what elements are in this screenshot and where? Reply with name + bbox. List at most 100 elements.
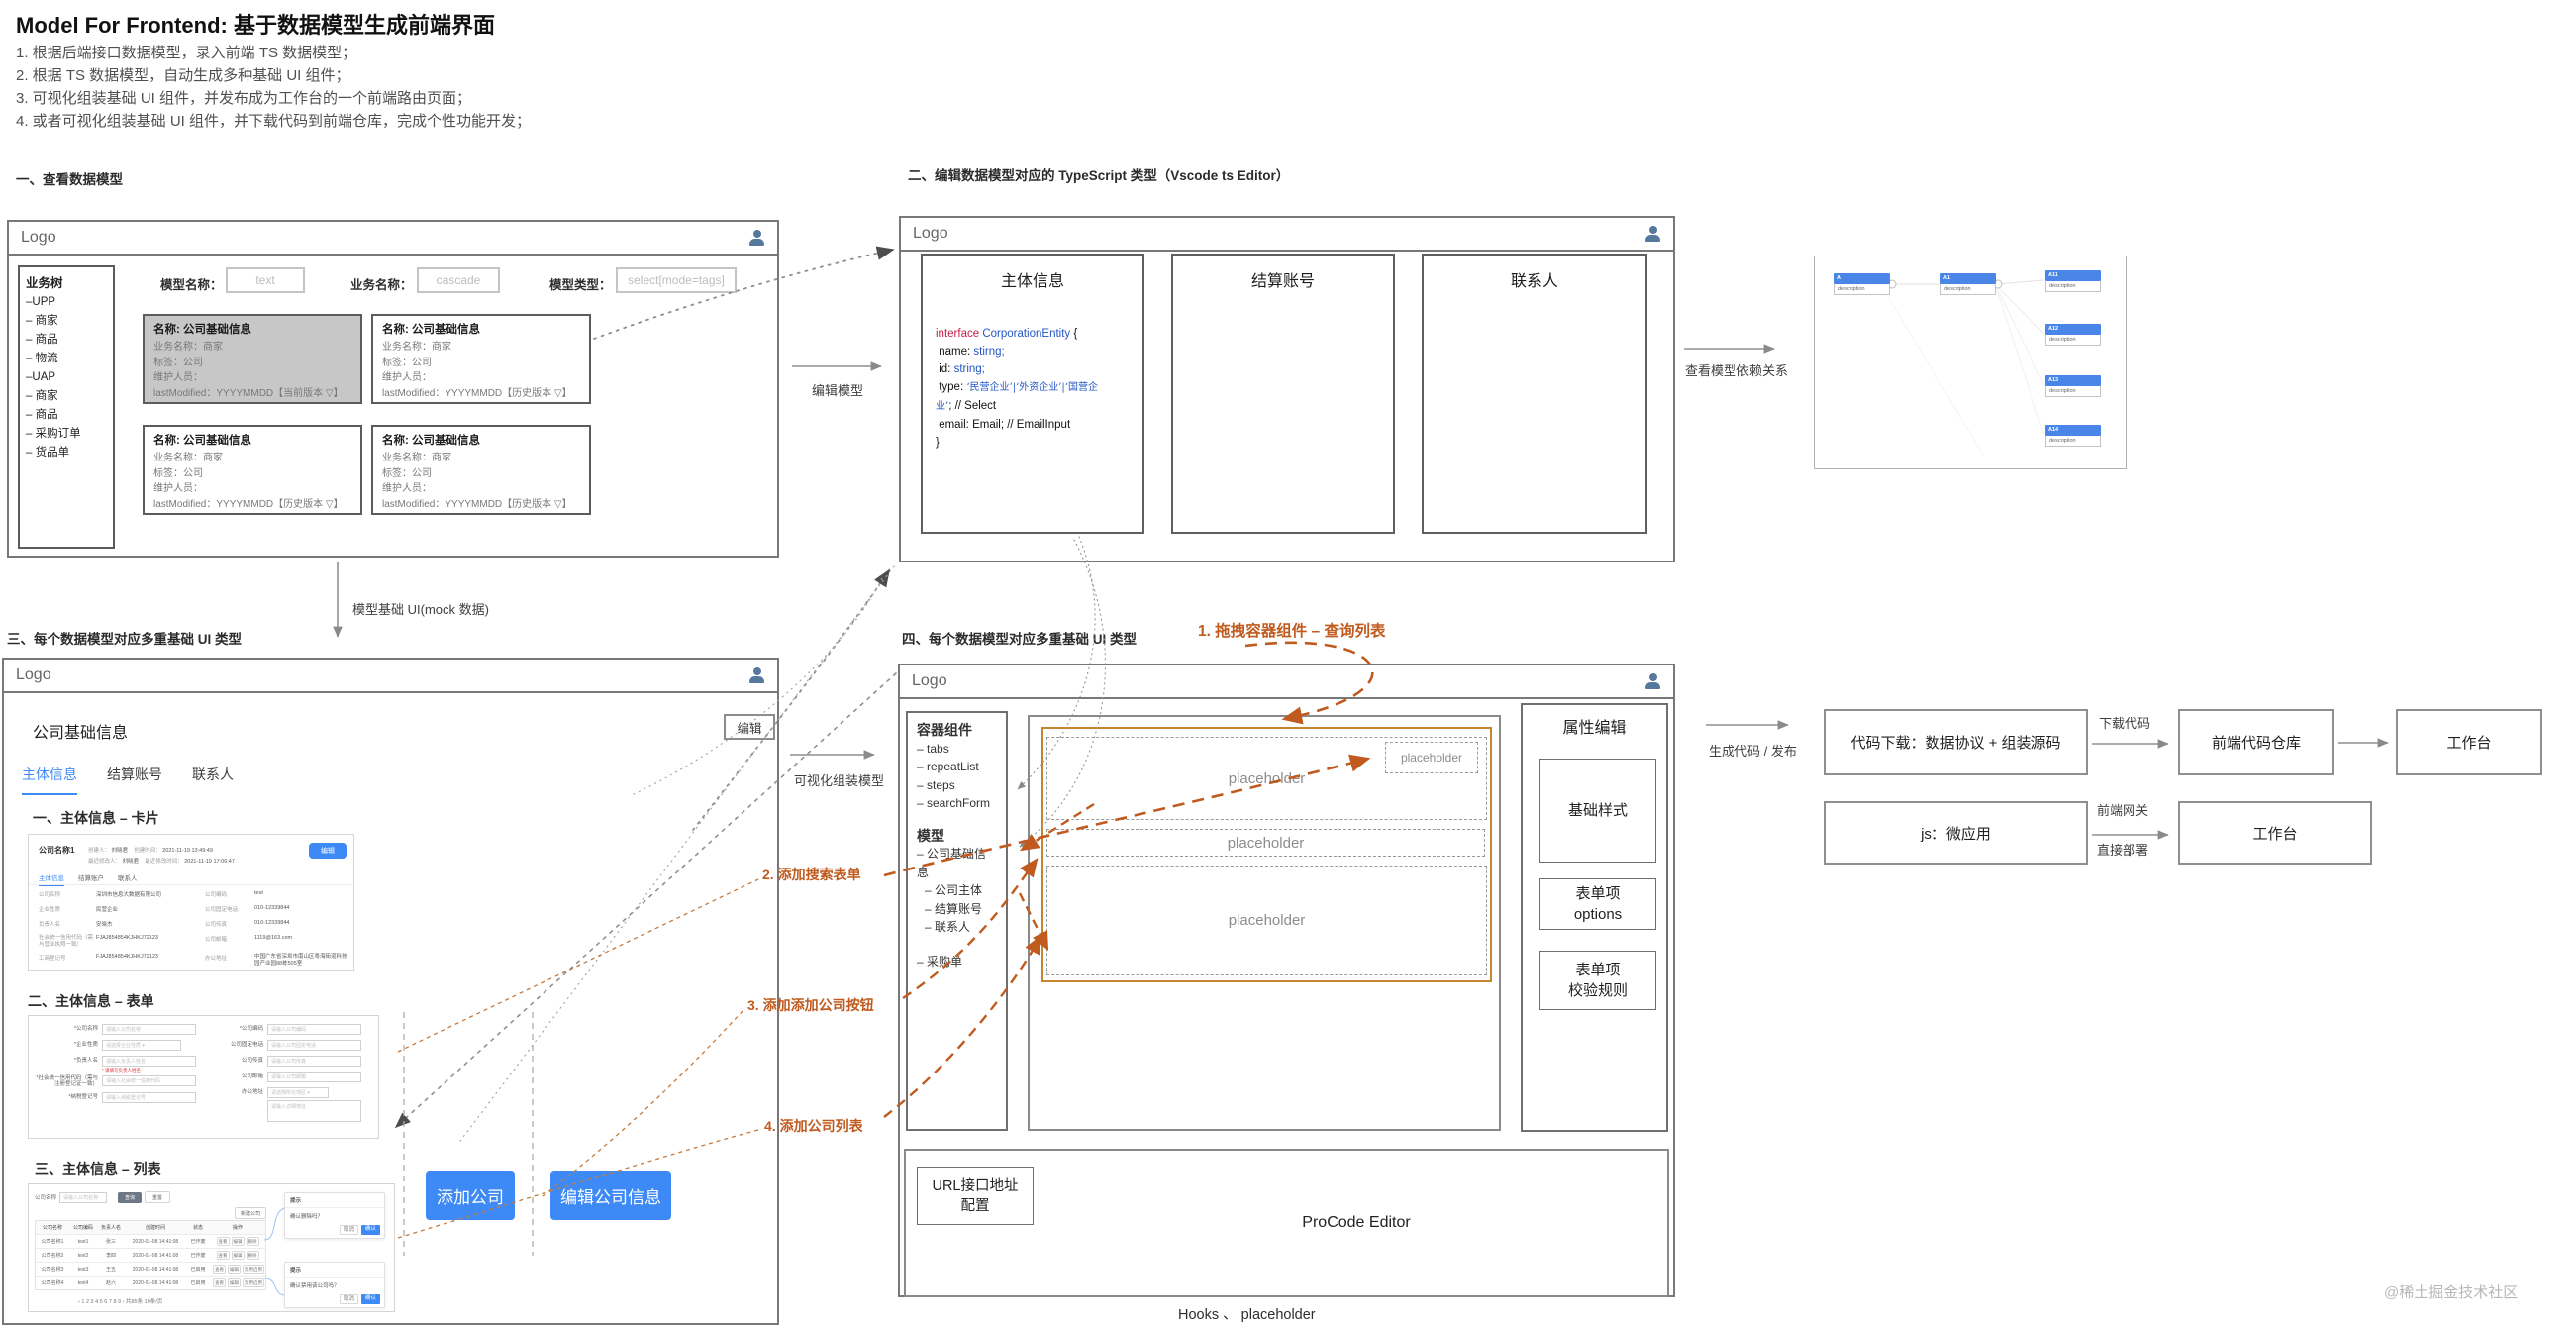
f-label: 社会统一信用代码（需与营业执照一致） <box>39 935 94 948</box>
version-dropdown[interactable]: 【历史版本 ▽】 <box>502 387 572 399</box>
model-card[interactable]: 名称: 公司基础信息 业务名称：商家 标签：公司 维护人员： lastModif… <box>143 314 362 404</box>
tree-item[interactable]: – 商家 <box>26 390 58 402</box>
placeholder-row3[interactable]: placeholder <box>1046 866 1487 975</box>
form-input: 请输入纳税登记号 <box>102 1092 196 1103</box>
code-brace: { <box>1073 328 1078 340</box>
tree-item[interactable]: – 物流 <box>26 353 58 364</box>
form-label: 公司传真 <box>241 1058 263 1064</box>
tab-account[interactable]: 结算账号 <box>107 767 162 782</box>
ts-code[interactable]: interface CorporationEntity { name: stir… <box>936 325 1135 452</box>
form-left-col: *公司名称请输入公司名称 *企业性质请选择企业性质 ▾ *负责人名请输入负责人姓… <box>33 1024 203 1108</box>
edit-button[interactable]: 编辑 <box>724 714 775 740</box>
model-item[interactable]: – 公司基础信息 <box>917 847 987 879</box>
download-arrow-label: 下载代码 <box>2099 716 2151 731</box>
user-icon[interactable] <box>748 230 765 246</box>
ts-box-title: 主体信息 <box>1000 273 1064 290</box>
model-card-maint: 维护人员： <box>382 483 432 494</box>
business-name-input[interactable]: cascade <box>417 267 500 293</box>
model-name-input[interactable]: text <box>226 267 305 293</box>
model-card[interactable]: 名称: 公司基础信息 业务名称：商家 标签：公司 维护人员： lastModif… <box>143 425 362 515</box>
model-item[interactable]: – 结算账号 <box>925 901 983 916</box>
f-value: 中国广东省深圳市南山区粤海街道科技园产业园88栋505室 <box>254 954 347 967</box>
table-row: 公司名称1 test1 张三 2020-01-08 14:41:08 已作废 查… <box>36 1235 265 1249</box>
version-dropdown[interactable]: 【当前版本 ▽】 <box>273 387 344 399</box>
ts-box-contact: 联系人 <box>1422 254 1647 534</box>
placeholder-row2[interactable]: placeholder <box>1046 829 1485 857</box>
table-row: 公司名称4 test4 赵六 2020-01-08 14:41:08 已启用 查… <box>41 1278 264 1287</box>
dep-node-desc: description <box>2045 281 2101 292</box>
filter-label: 业务名称： <box>350 278 413 292</box>
dep-node[interactable]: A description <box>1834 273 1890 295</box>
user-icon[interactable] <box>748 667 765 683</box>
table-row: 公司名称3 test3 王五 2020-01-08 14:41:08 已启用 查… <box>36 1263 265 1277</box>
tree-item[interactable]: – 商家 <box>26 315 58 327</box>
f-label: 公司邮箱 <box>205 937 228 943</box>
component-item[interactable]: – repeatList <box>917 760 979 773</box>
form-select: 请选择企业性质 ▾ <box>102 1040 181 1051</box>
placeholder-small[interactable]: placeholder <box>1385 742 1478 773</box>
meta-value: 2021-11-19 13:49:49 <box>162 848 213 854</box>
url-config-line: 配置 <box>960 1197 990 1214</box>
component-item[interactable]: – steps <box>917 777 955 792</box>
section1-label: 一、查看数据模型 <box>16 172 123 187</box>
tree-item[interactable]: –UPP <box>26 296 56 308</box>
tree-item[interactable]: – 商品 <box>26 334 58 346</box>
tab-entity[interactable]: 主体信息 <box>22 765 77 795</box>
model-card-modified: lastModified：YYYYMMDD【历史版本 ▽】 <box>153 497 351 513</box>
model-item[interactable]: – 采购单 <box>917 954 963 969</box>
ts-box-title: 结算账号 <box>1250 273 1315 290</box>
model-card[interactable]: 名称: 公司基础信息 业务名称：商家 标签：公司 维护人员： lastModif… <box>371 314 591 404</box>
props-box-line: 校验规则 <box>1567 982 1628 999</box>
procode-editor-label: ProCode Editor <box>1302 1214 1411 1231</box>
model-card-biz: 业务名称：商家 <box>153 453 223 463</box>
tree-item[interactable]: –UAP <box>26 371 56 383</box>
dep-node[interactable]: A12 description <box>2045 324 2101 346</box>
tree-item[interactable]: – 货品单 <box>26 447 70 459</box>
search-label: 公司名称 <box>35 1195 57 1201</box>
flow-frontend-repo: 前端代码仓库 <box>2178 709 2334 775</box>
add-company-button[interactable]: 添加公司 <box>426 1171 515 1220</box>
form-screenshot: *公司名称请输入公司名称 *企业性质请选择企业性质 ▾ *负责人名请输入负责人姓… <box>28 1015 379 1139</box>
tab-contact[interactable]: 联系人 <box>192 767 234 782</box>
wf2-logo: Logo <box>913 225 948 242</box>
sub3-label: 三、主体信息 – 列表 <box>35 1161 161 1176</box>
props-validation-rules[interactable]: 表单项 校验规则 <box>1539 951 1656 1010</box>
tree-item[interactable]: – 采购订单 <box>26 428 81 440</box>
model-type-select[interactable]: select[mode=tags] <box>616 267 737 293</box>
edit-company-button[interactable]: 编辑公司信息 <box>550 1171 671 1220</box>
form-input: 请输入公司传真 <box>267 1056 361 1067</box>
tree-item[interactable]: – 商品 <box>26 409 58 421</box>
code-comment: ; // Select <box>948 400 997 412</box>
user-icon[interactable] <box>1644 226 1661 242</box>
intro-step: 1. 根据后端接口数据模型，录入前端 TS 数据模型； <box>16 45 357 61</box>
form-label: *公司名称 <box>73 1026 98 1032</box>
component-item[interactable]: – searchForm <box>917 796 991 810</box>
dep-node[interactable]: A11 description <box>2045 270 2101 292</box>
model-group-title: 模型 <box>917 827 944 844</box>
model-item[interactable]: – 联系人 <box>925 920 971 934</box>
dep-node[interactable]: A14 description <box>2045 425 2101 447</box>
dep-node[interactable]: A1 description <box>1940 273 1996 295</box>
model-item[interactable]: – 公司主体 <box>925 883 983 897</box>
props-basic-style[interactable]: 基础样式 <box>1539 759 1656 863</box>
props-panel: 属性编辑 <box>1521 703 1668 1132</box>
mock-arrow-label: 模型基础 UI(mock 数据) <box>352 602 489 617</box>
procode-area <box>904 1149 1669 1297</box>
flow-js-microapp: js：微应用 <box>1824 801 2088 865</box>
f-label: 公司名称 <box>39 892 61 898</box>
dep-node[interactable]: A13 description <box>2045 375 2101 397</box>
component-item[interactable]: – tabs <box>917 741 949 756</box>
user-icon[interactable] <box>1644 673 1661 689</box>
pagination: ‹ 1 2 3 4 5 6 7 8 9 › 共85条 10条/页 <box>78 1299 163 1305</box>
list-screenshot: 公司名称 请输入公司名称 查询 重置 新建公司 公司名称 公司编码 负责人名 创… <box>28 1183 395 1312</box>
url-config-box[interactable]: URL接口地址 配置 <box>917 1167 1034 1225</box>
props-form-options[interactable]: 表单项 options <box>1539 878 1656 930</box>
dep-node-title: A11 <box>2045 270 2101 281</box>
version-dropdown[interactable]: 【历史版本 ▽】 <box>502 498 572 510</box>
new-company-button: 新建公司 <box>235 1207 267 1219</box>
version-dropdown[interactable]: 【历史版本 ▽】 <box>273 498 344 510</box>
form-input: 请输入社会统一信用代码 <box>102 1075 196 1086</box>
f-label: 公司传真 <box>205 922 228 928</box>
model-card[interactable]: 名称: 公司基础信息 业务名称：商家 标签：公司 维护人员： lastModif… <box>371 425 591 515</box>
section3-label: 三、每个数据模型对应多重基础 UI 类型 <box>7 632 243 647</box>
